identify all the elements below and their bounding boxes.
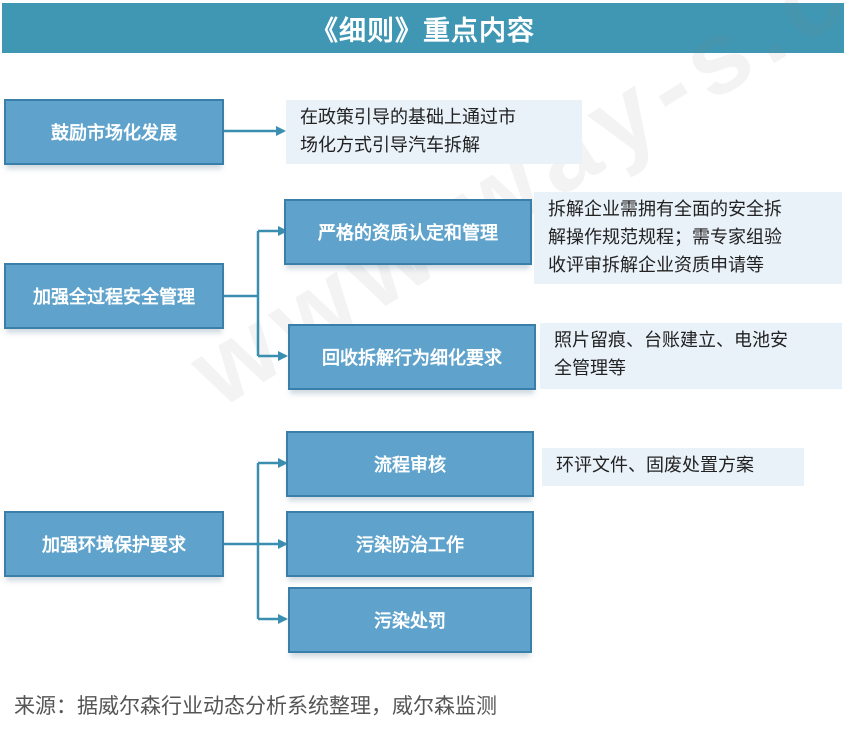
note-line: 场化方式引导汽车拆解 <box>300 135 480 156</box>
note-process-review: 环评文件、固废处置方案 <box>542 448 804 486</box>
note-line: 照片留痕、台账建立、电池安 <box>554 330 788 351</box>
note-recycling: 照片留痕、台账建立、电池安 全管理等 <box>540 323 842 389</box>
category-safety: 加强全过程安全管理 <box>4 263 224 329</box>
measure-pollution-control: 污染防治工作 <box>286 511 534 577</box>
category-market: 鼓励市场化发展 <box>4 99 224 165</box>
measure-recycling: 回收拆解行为细化要求 <box>288 324 536 390</box>
note-line: 拆解企业需拥有全面的安全拆 <box>548 199 782 220</box>
note-market: 在政策引导的基础上通过市 场化方式引导汽车拆解 <box>286 100 582 164</box>
note-line: 收评审拆解企业资质申请等 <box>548 255 764 276</box>
source-caption: 来源：据威尔森行业动态分析系统整理，威尔森监测 <box>14 694 497 718</box>
measure-pollution-penalty: 污染处罚 <box>288 587 532 653</box>
note-line: 在政策引导的基础上通过市 <box>300 107 516 128</box>
note-qualification: 拆解企业需拥有全面的安全拆 解操作规范规程；需专家组验 收评审拆解企业资质申请等 <box>534 192 842 284</box>
note-line: 环评文件、固废处置方案 <box>556 455 754 476</box>
note-line: 全管理等 <box>554 358 626 379</box>
page-title: 《细则》重点内容 <box>2 3 844 53</box>
category-environment: 加强环境保护要求 <box>4 511 224 577</box>
measure-process-review: 流程审核 <box>286 431 534 497</box>
measure-qualification: 严格的资质认定和管理 <box>284 199 532 265</box>
note-line: 解操作规范规程；需专家组验 <box>548 227 782 248</box>
